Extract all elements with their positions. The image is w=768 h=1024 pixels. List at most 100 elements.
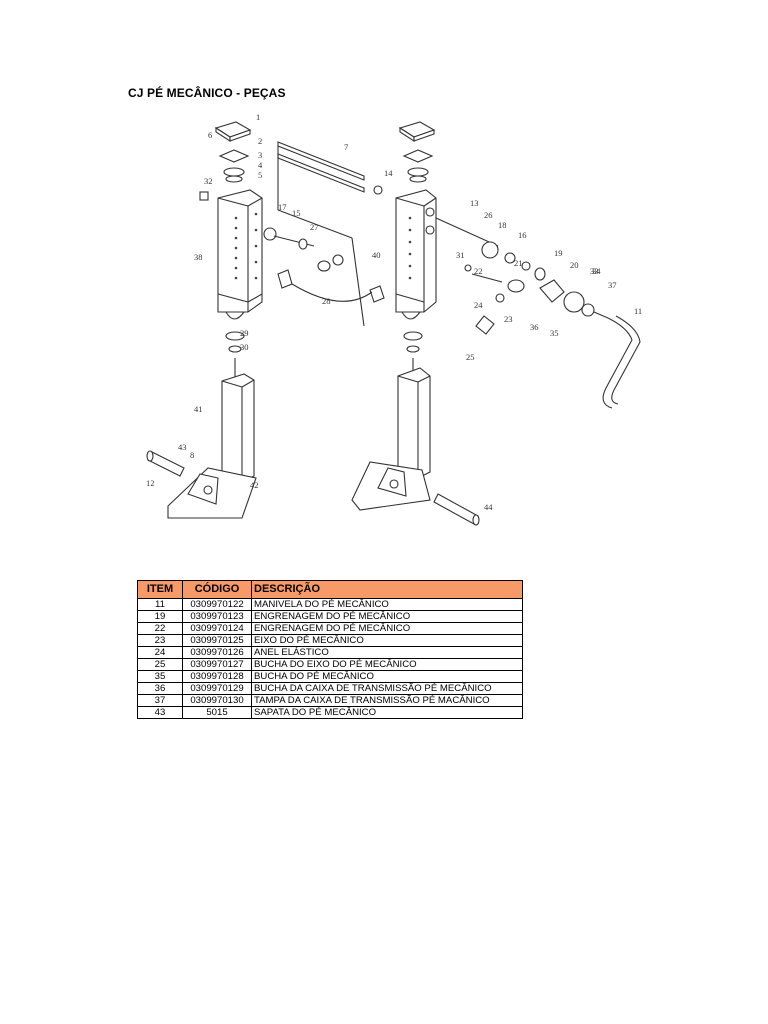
callout-label: 12 [146, 478, 155, 488]
callout-label: 29 [240, 328, 249, 338]
code-cell: 0309970125 [182, 634, 252, 647]
table-row: 25 0309970127 BUCHA DO EIXO DO PÉ MECÂNI… [137, 658, 523, 671]
item-cell: 43 [137, 706, 183, 719]
callout-label: 15 [292, 208, 301, 218]
callout-label: 5 [258, 170, 262, 180]
callout-label: 22 [474, 266, 483, 276]
left-leg-assembly [146, 121, 385, 519]
nut [225, 175, 243, 183]
hole-row [234, 212, 258, 280]
description-cell: TAMPA DA CAIXA DE TRANSMISSÃO PÉ MACÂNIC… [251, 694, 523, 707]
callout-label: 36 [530, 322, 539, 332]
item-cell: 19 [137, 610, 183, 623]
column-header-item: ITEM [137, 580, 183, 599]
table-row: 43 5015 SAPATA DO PÉ MECÂNICO [137, 706, 523, 719]
code-cell: 0309970127 [182, 658, 252, 671]
callout-label: 23 [504, 314, 513, 324]
long-shaft [277, 141, 365, 181]
hole-row [408, 216, 412, 280]
callout-label: 11 [634, 306, 642, 316]
right-leg-assembly [351, 121, 641, 526]
item-cell: 23 [137, 634, 183, 647]
table-row: 24 0309970126 ANEL ELÁSTICO [137, 646, 523, 659]
description-cell: ANEL ELÁSTICO [251, 646, 523, 659]
table-header-row: ITEM CÓDIGO DESCRIÇÃO [137, 580, 523, 599]
callout-label: 38 [194, 252, 203, 262]
table-row: 35 0309970128 BUCHA DO PÉ MECÂNICO [137, 670, 523, 683]
callout-label: 32 [204, 176, 213, 186]
table-row: 19 0309970123 ENGRENAGEM DO PÉ MECÂNICO [137, 610, 523, 623]
top-plate-front [229, 129, 251, 142]
page-title: CJ PÉ MECÂNICO - PEÇAS [128, 86, 286, 100]
callout-label: 26 [484, 210, 493, 220]
callout-label: 2 [258, 136, 262, 146]
callout-label: 8 [190, 450, 194, 460]
callout-label: 33 [590, 266, 599, 276]
callout-label: 42 [250, 480, 259, 490]
callout-label: 20 [570, 260, 579, 270]
description-cell: BUCHA DA CAIXA DE TRANSMISSÃO PÉ MECÂNIC… [251, 682, 523, 695]
description-cell: BUCHA DO EIXO DO PÉ MECÂNICO [251, 658, 523, 671]
callout-label: 13 [470, 198, 479, 208]
callout-label: 18 [498, 220, 507, 230]
table-row: 22 0309970124 ENGRENAGEM DO PÉ MECÂNICO [137, 622, 523, 635]
code-cell: 0309970130 [182, 694, 252, 707]
column-header-code: CÓDIGO [182, 580, 252, 599]
callout-label: 41 [194, 404, 203, 414]
callout-label: 27 [310, 222, 319, 232]
item-cell: 24 [137, 646, 183, 659]
right-column-body [395, 189, 437, 313]
callout-label: 1 [256, 112, 260, 122]
parts-table: ITEM CÓDIGO DESCRIÇÃO 11 0309970122 MANI… [137, 580, 523, 719]
description-cell: EIXO DO PÉ MECÂNICO [251, 634, 523, 647]
column-header-description: DESCRIÇÃO [251, 580, 523, 599]
callout-label: 37 [608, 280, 617, 290]
callout-label: 14 [384, 168, 393, 178]
description-cell: ENGRENAGEM DO PÉ MECÂNICO [251, 622, 523, 635]
right-lower-column [397, 367, 431, 479]
description-cell: ENGRENAGEM DO PÉ MECÂNICO [251, 610, 523, 623]
callout-label: 30 [240, 342, 249, 352]
code-cell: 5015 [182, 706, 252, 719]
diagram-svg: 1 2 3 4 5 6 7 8 11 12 13 14 15 16 17 18 … [146, 112, 642, 526]
callout-label: 31 [456, 250, 465, 260]
callout-label: 24 [474, 300, 483, 310]
callout-label: 40 [372, 250, 381, 260]
exploded-parts-diagram: 1 2 3 4 5 6 7 8 11 12 13 14 15 16 17 18 … [138, 106, 658, 546]
code-cell: 0309970126 [182, 646, 252, 659]
callout-label: 25 [466, 352, 475, 362]
table-row: 36 0309970129 BUCHA DA CAIXA DE TRANSMIS… [137, 682, 523, 695]
item-cell: 11 [137, 598, 183, 611]
description-cell: SAPATA DO PÉ MECÂNICO [251, 706, 523, 719]
table-row: 11 0309970122 MANIVELA DO PÉ MECÂNICO [137, 598, 523, 611]
code-cell: 0309970129 [182, 682, 252, 695]
item-cell: 35 [137, 670, 183, 683]
callout-label: 6 [208, 130, 212, 140]
code-cell: 0309970123 [182, 610, 252, 623]
callout-label: 17 [278, 202, 287, 212]
callout-label: 7 [344, 142, 348, 152]
pin [199, 191, 209, 201]
table-row: 37 0309970130 TAMPA DA CAIXA DE TRANSMIS… [137, 694, 523, 707]
transmission-housing [563, 291, 585, 313]
callout-label: 44 [484, 502, 493, 512]
callout-label: 21 [514, 258, 523, 268]
left-lower-column [221, 373, 255, 483]
item-cell: 25 [137, 658, 183, 671]
crank-handle [602, 317, 633, 409]
nut [223, 167, 245, 177]
left-column-body [217, 189, 263, 313]
code-cell: 0309970122 [182, 598, 252, 611]
callout-labels: 1 2 3 4 5 6 7 8 11 12 13 14 15 16 17 18 … [146, 112, 642, 512]
table-row: 23 0309970125 EIXO DO PÉ MECÂNICO [137, 634, 523, 647]
code-cell: 0309970128 [182, 670, 252, 683]
callout-label: 16 [518, 230, 527, 240]
callout-label: 34 [592, 266, 601, 276]
item-cell: 36 [137, 682, 183, 695]
callout-label: 4 [258, 160, 263, 170]
callout-label: 3 [258, 150, 262, 160]
item-cell: 22 [137, 622, 183, 635]
callout-label: 35 [550, 328, 559, 338]
item-cell: 37 [137, 694, 183, 707]
callout-label: 28 [322, 296, 331, 306]
